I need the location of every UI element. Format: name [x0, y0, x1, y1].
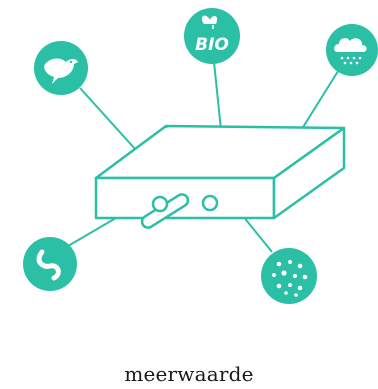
soil-particles-icon	[261, 248, 317, 304]
connector-bio	[214, 62, 221, 130]
bio-leaf-icon: BIO	[184, 8, 240, 64]
worm-icon	[23, 237, 77, 291]
box-port-right	[203, 196, 217, 210]
rain-cloud-icon	[326, 24, 378, 76]
central-box	[96, 126, 344, 218]
box-port-left	[153, 197, 167, 211]
bird-icon	[34, 41, 88, 95]
diagram-caption: meerwaarde	[0, 362, 378, 386]
bio-label: BIO	[195, 35, 229, 55]
